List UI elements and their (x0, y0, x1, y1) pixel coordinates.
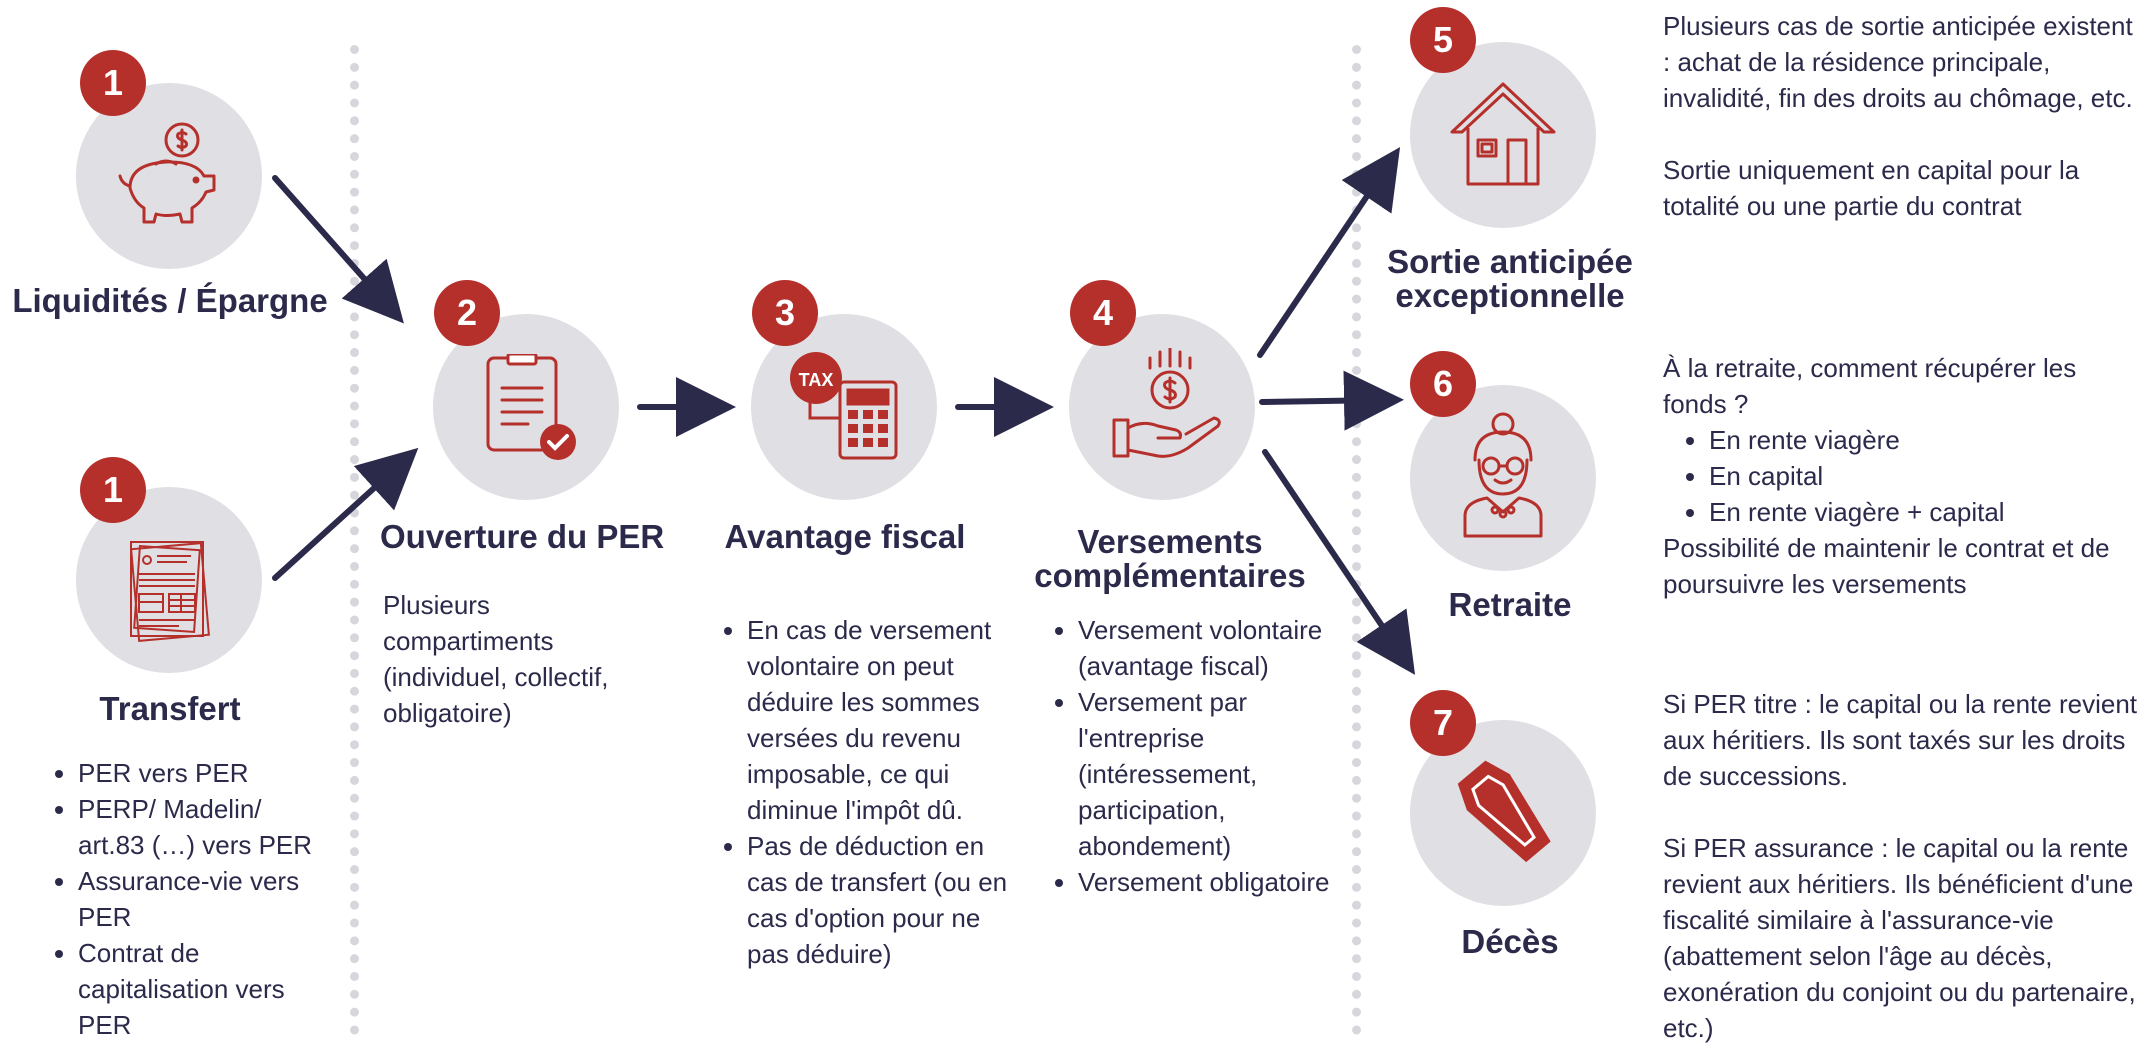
step-6-text: À la retraite, comment récupérer les fon… (1663, 350, 2143, 602)
arrow-to-retirement (1259, 370, 1404, 431)
step-5-title: Sortie anticipée exceptionnelle (1370, 245, 1650, 313)
step-4-list: Versement volontaire (avantage fiscal) V… (1040, 612, 1340, 900)
arrow-transfer-to-opening (272, 447, 419, 581)
step-3-list: En cas de versement volontaire on peut d… (709, 612, 1009, 972)
list-item: Versement obligatoire (1078, 864, 1340, 900)
step-5-circle (1410, 42, 1596, 228)
step-1b-list: PER vers PER PERP/ Madelin/ art.83 (…) v… (40, 755, 320, 1043)
tax-calculator-icon: TAX (790, 352, 898, 460)
step-6-title: Retraite (1448, 586, 1572, 623)
elderly-woman-icon (1463, 412, 1543, 538)
list-item: Versement volontaire (avantage fiscal) (1078, 612, 1340, 684)
coffin-icon (1457, 760, 1551, 863)
step-1b-badge: 1 (80, 457, 146, 523)
step-5-badge: 5 (1410, 7, 1476, 73)
step-2-badge: 2 (434, 280, 500, 346)
step-1a-badge: 1 (80, 50, 146, 116)
arrow-to-early-exit (1257, 147, 1401, 358)
list-item: En rente viagère + capital (1709, 494, 2143, 530)
contract-check-icon (486, 354, 576, 460)
step-7-badge: 7 (1410, 690, 1476, 756)
step-4-badge: 4 (1070, 280, 1136, 346)
step-2-title: Ouverture du PER (380, 518, 665, 555)
list-item: Assurance-vie vers PER (78, 863, 320, 935)
step-1b-title: Transfert (99, 690, 241, 727)
step-7-text: Si PER titre : le capital ou la rente re… (1663, 686, 2143, 1046)
step-7-title: Décès (1461, 923, 1559, 960)
step-3-title: Avantage fiscal (724, 518, 966, 555)
step-4-title-line1: Versements (1077, 523, 1263, 560)
step-6-badge: 6 (1410, 351, 1476, 417)
hand-coins-icon (1112, 348, 1221, 458)
step-2-text: Plusieurs compartiments (individuel, col… (383, 590, 609, 728)
step-6-outro: Possibilité de maintenir le contrat et d… (1663, 533, 2110, 599)
list-item: Pas de déduction en cas de transfert (ou… (747, 828, 1009, 972)
tax-icon-label: TAX (799, 370, 834, 390)
list-item: En cas de versement volontaire on peut d… (747, 612, 1009, 828)
step-5-title-line2: exceptionnelle (1395, 277, 1625, 314)
step-6-intro: À la retraite, comment récupérer les fon… (1663, 353, 2077, 419)
arrow-to-death (1262, 449, 1416, 675)
step-5-paragraph-1: Plusieurs cas de sortie anticipée existe… (1663, 11, 2133, 113)
list-item: Contrat de capitalisation vers PER (78, 935, 320, 1043)
divider-right (1352, 45, 1361, 1035)
list-item: En capital (1709, 458, 2143, 494)
step-4-title-line2: complémentaires (1034, 557, 1306, 594)
house-icon (1450, 82, 1556, 186)
list-item: PERP/ Madelin/ art.83 (…) vers PER (78, 791, 320, 863)
step-5-paragraph-2: Sortie uniquement en capital pour la tot… (1663, 155, 2080, 221)
step-7-paragraph-1: Si PER titre : le capital ou la rente re… (1663, 689, 2138, 791)
list-item: En rente viagère (1709, 422, 2143, 458)
divider-left (350, 45, 359, 1035)
step-5-title-line1: Sortie anticipée (1387, 243, 1633, 280)
piggy-bank-coin-icon (118, 122, 216, 224)
step-4-title: Versements complémentaires (1020, 525, 1320, 593)
step-3-badge: 3 (752, 280, 818, 346)
step-5-text: Plusieurs cas de sortie anticipée existe… (1663, 8, 2143, 224)
documents-icon (130, 541, 210, 642)
list-item: PER vers PER (78, 755, 320, 791)
step-7-paragraph-2: Si PER assurance : le capital ou la rent… (1663, 833, 2136, 1043)
list-item: Versement par l'entreprise (intéressemen… (1078, 684, 1340, 864)
arrow-savings-to-opening (272, 175, 404, 324)
step-1a-title: Liquidités / Épargne (12, 282, 328, 319)
